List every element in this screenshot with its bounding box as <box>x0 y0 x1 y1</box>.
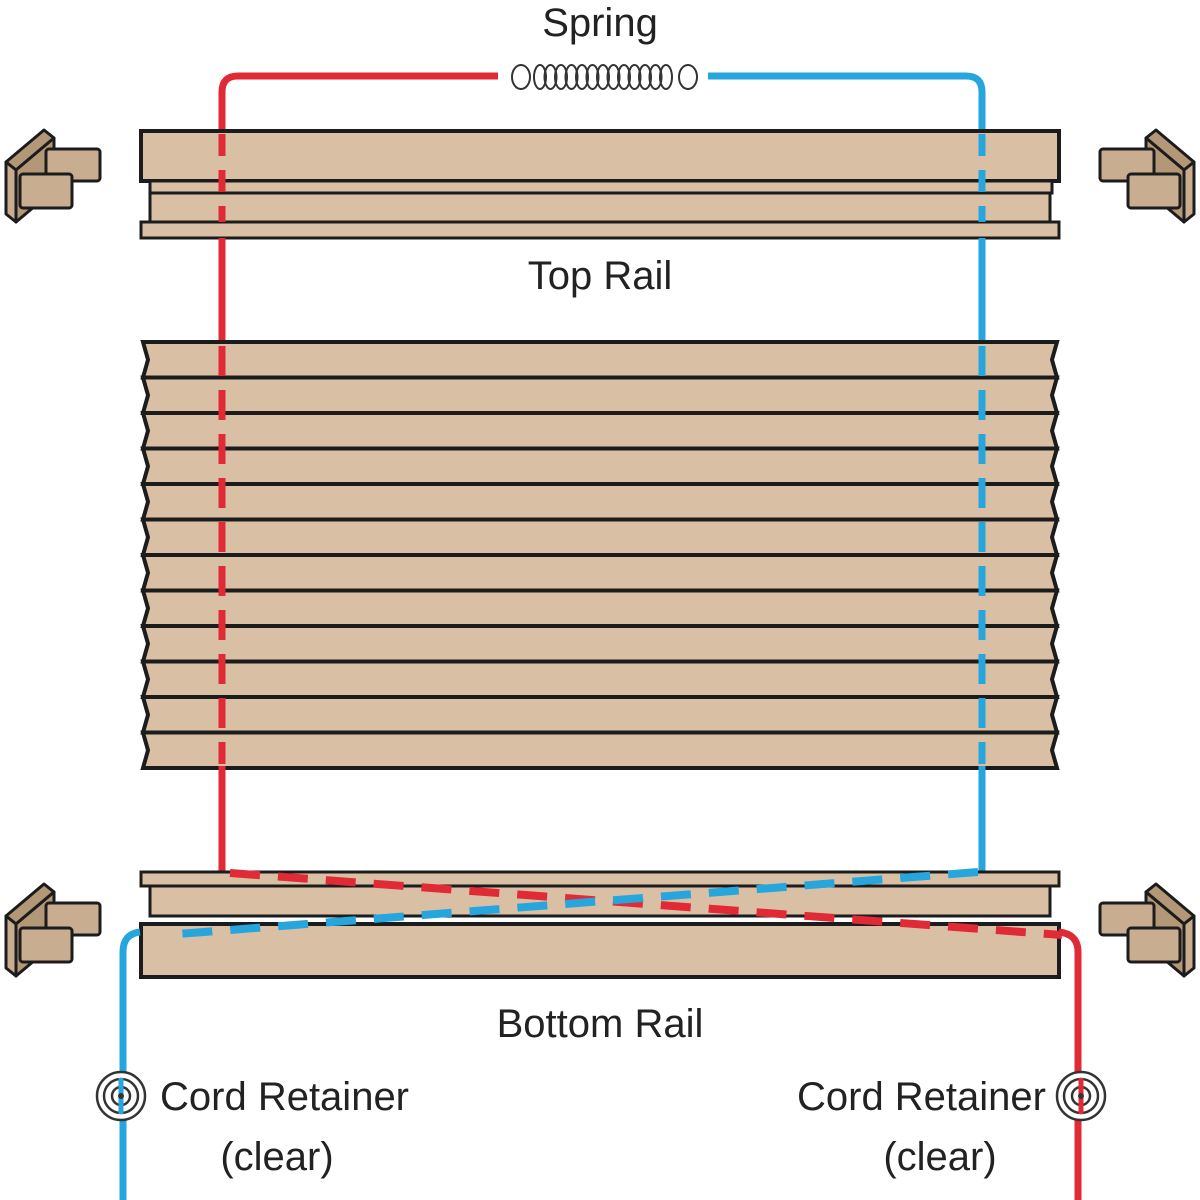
spring-coil <box>627 64 642 90</box>
mounting-bracket-icon <box>4 882 102 978</box>
fabric-pleat <box>140 695 1060 735</box>
top-rail-label: Top Rail <box>528 254 673 298</box>
spring-coil <box>596 64 610 90</box>
fabric-pleat <box>140 588 1060 628</box>
red-cord-bottom-rail-dashed <box>229 869 1063 939</box>
blue-cord-top <box>708 72 986 134</box>
pleated-fabric <box>140 340 1060 770</box>
blue-pull-cord <box>119 928 141 1200</box>
cord-retainer-icon <box>95 1070 147 1122</box>
bottom-rail-label: Bottom Rail <box>497 1002 704 1046</box>
mounting-bracket-icon <box>4 128 102 224</box>
fabric-pleat <box>140 340 1060 380</box>
spring-coil <box>564 64 579 90</box>
spring-coil <box>659 64 673 90</box>
fabric-pleat <box>140 517 1060 557</box>
cord-retainer-left-sublabel: (clear) <box>220 1135 333 1179</box>
fabric-pleat <box>140 553 1060 593</box>
spring-coil <box>543 64 558 90</box>
spring-coil <box>575 64 589 90</box>
spring-coil <box>606 64 621 90</box>
mounting-bracket-icon <box>1098 882 1196 978</box>
spring-coil <box>554 64 568 90</box>
fabric-pleat <box>140 624 1060 664</box>
blue-cord-bottom-rail-dashed <box>177 868 979 938</box>
cord-retainer-right-sublabel: (clear) <box>883 1135 996 1179</box>
cord-retainer-right-label: Cord Retainer <box>797 1075 1046 1119</box>
fabric-pleat <box>140 482 1060 522</box>
spring-coil <box>648 64 663 90</box>
fabric-pleat <box>140 730 1060 770</box>
spring-coil <box>617 64 631 90</box>
spring-coil <box>533 64 547 90</box>
cord-retainer-icon <box>1055 1070 1107 1122</box>
spring-coil <box>511 64 531 90</box>
red-cord-top <box>218 72 498 134</box>
red-pull-cord <box>1058 928 1082 1200</box>
spring-coil <box>585 64 600 90</box>
spring-coil <box>678 64 698 90</box>
fabric-pleat <box>140 659 1060 699</box>
cord-retainer-left-label: Cord Retainer <box>160 1075 409 1119</box>
spring-coil <box>638 64 652 90</box>
spring-icon <box>511 64 698 90</box>
fabric-pleat <box>140 446 1060 486</box>
mounting-bracket-icon <box>1098 128 1196 224</box>
bottom-rail <box>139 870 1061 979</box>
spring-label: Spring <box>542 1 658 45</box>
fabric-pleat <box>140 411 1060 451</box>
top-rail <box>139 129 1061 240</box>
fabric-pleat <box>140 375 1060 415</box>
